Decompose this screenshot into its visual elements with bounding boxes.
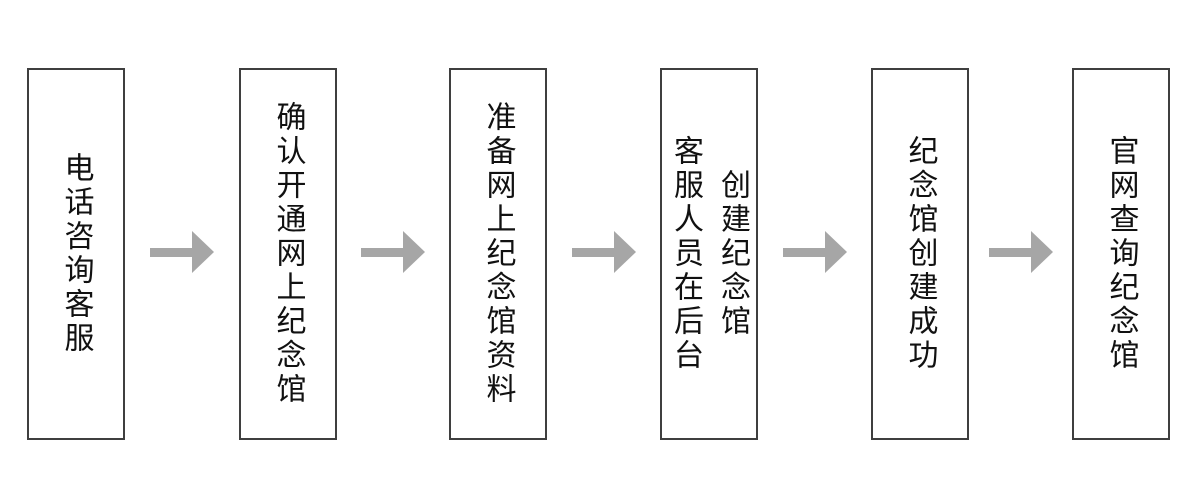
right-arrow-icon [192, 231, 214, 273]
flow-arrow-5 [989, 231, 1053, 273]
right-arrow-icon [614, 231, 636, 273]
flow-step-4-label: 客服人员在后台 创建纪念馆 [669, 135, 749, 373]
flow-step-4: 客服人员在后台 创建纪念馆 [660, 68, 758, 440]
flow-step-2: 确认开通网上纪念馆 [239, 68, 337, 440]
flow-step-6-label: 官网查询纪念馆 [1104, 135, 1138, 373]
flow-arrow-3 [572, 231, 636, 273]
arrow-shaft [150, 247, 192, 257]
arrow-shaft [572, 247, 614, 257]
flow-step-3: 准备网上纪念馆资料 [449, 68, 547, 440]
flow-step-1-label: 电话咨询客服 [59, 152, 93, 356]
right-arrow-icon [403, 231, 425, 273]
flow-arrow-4 [783, 231, 847, 273]
flow-step-5: 纪念馆创建成功 [871, 68, 969, 440]
arrow-shaft [989, 247, 1031, 257]
right-arrow-icon [1031, 231, 1053, 273]
right-arrow-icon [825, 231, 847, 273]
flow-step-3-label: 准备网上纪念馆资料 [481, 101, 515, 407]
flow-step-1: 电话咨询客服 [27, 68, 125, 440]
arrow-shaft [361, 247, 403, 257]
flow-arrow-2 [361, 231, 425, 273]
flow-step-2-label: 确认开通网上纪念馆 [271, 101, 305, 407]
flow-step-5-label: 纪念馆创建成功 [903, 135, 937, 373]
arrow-shaft [783, 247, 825, 257]
flow-arrow-1 [150, 231, 214, 273]
flow-step-6: 官网查询纪念馆 [1072, 68, 1170, 440]
